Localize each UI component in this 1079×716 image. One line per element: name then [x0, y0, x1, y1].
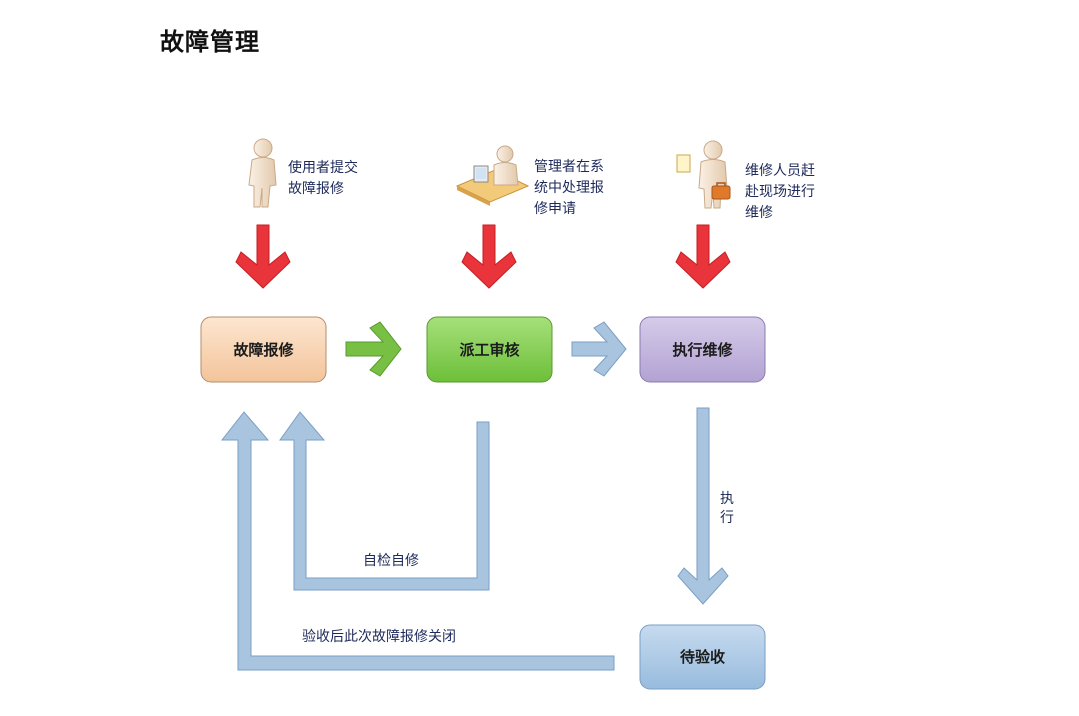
box-accept-label: 待验收	[680, 648, 725, 666]
actor-manager-line-3: 修申请	[534, 201, 576, 217]
execute-label-char-1: 执	[720, 491, 734, 507]
box-execute: 执行维修	[639, 316, 766, 383]
self-check-label: 自检自修	[363, 553, 419, 569]
self-check-return-arrow	[279, 411, 490, 591]
red-down-arrow-icon	[461, 224, 517, 289]
accept-close-label: 验收后此次故障报修关闭	[302, 629, 456, 645]
box-dispatch: 派工审核	[426, 316, 553, 383]
green-right-arrow-icon	[345, 321, 402, 377]
box-execute-label: 执行维修	[672, 341, 733, 359]
accept-close-return-arrow	[220, 411, 615, 671]
box-dispatch-label: 派工审核	[459, 341, 519, 359]
page-title: 故障管理	[160, 28, 260, 56]
red-down-arrow-icon	[675, 224, 731, 289]
repairman-toolbox-icon	[676, 140, 731, 209]
actor-repairman-line-2: 赴现场进行	[745, 184, 815, 200]
actor-user-line-1: 使用者提交	[288, 159, 358, 176]
execute-label-char-2: 行	[720, 510, 734, 526]
actor-user-line-2: 故障报修	[288, 181, 344, 197]
actor-manager-line-1: 管理者在系	[534, 159, 604, 175]
actor-repairman-line-3: 维修	[745, 205, 773, 221]
blue-down-arrow-icon	[677, 407, 729, 605]
red-down-arrow-icon	[235, 224, 291, 289]
user-person-icon	[248, 138, 277, 208]
actor-manager-line-2: 统中处理报	[534, 180, 604, 196]
box-accept: 待验收	[639, 624, 766, 690]
box-report: 故障报修	[200, 316, 327, 383]
actor-repairman-line-1: 维修人员赶	[745, 163, 815, 179]
blue-right-arrow-icon	[571, 321, 627, 377]
box-report-label: 故障报修	[233, 341, 294, 359]
manager-desk-icon	[455, 145, 530, 206]
